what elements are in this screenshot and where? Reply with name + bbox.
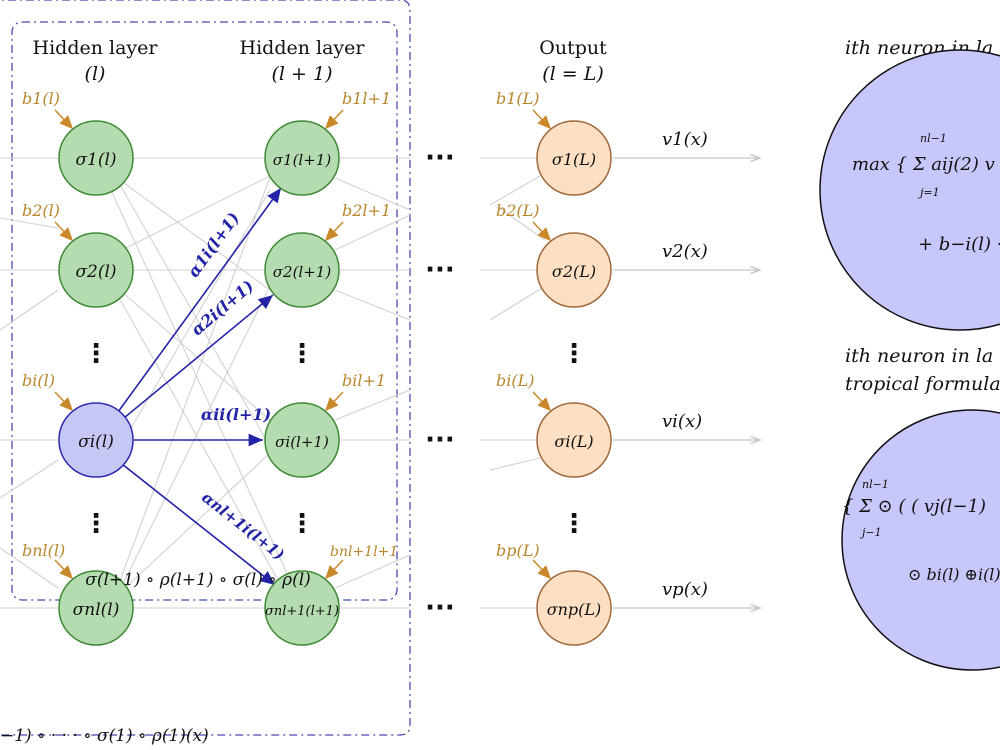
neuron-label: σnl(l) [73,600,120,620]
inner-composition-label: σ(l+1) ∘ ρ(l+1) ∘ σ(l) ∘ ρ(l) [85,570,311,590]
neuron-label: σ2(L) [552,262,596,281]
weighted-arrows [117,187,282,586]
neuron-l-i-selected [58,402,134,478]
weight-label: αii(l+1) [201,405,271,424]
bias-label: b2(L) [496,201,540,220]
header-hidden-layer-l1: Hidden layer [240,37,366,59]
header-hidden-layer-l: Hidden layer [33,37,159,59]
neuron-l1-nl1 [264,570,340,646]
header-hidden-layer-l-sub: (l) [85,63,106,85]
bias-label: b2l+1 [342,201,391,220]
neuron-label: σ2(l) [75,262,116,282]
svg-text:···: ··· [425,425,455,455]
header-output: Output [539,37,607,59]
neuron-label: σ1(L) [552,150,596,169]
neuron-out-2 [536,232,612,308]
vertical-ellipsis: ⋮ ⋮ ⋮ ⋮ ⋮ ⋮ [83,339,587,539]
svg-text:···: ··· [425,255,455,285]
neuron-l-nl [58,570,134,646]
neuron-label: σi(l+1) [275,433,329,451]
output-label: vi(x) [662,411,702,432]
formula-top-sum-upper: nl−1 [920,132,947,145]
svg-text:⋮: ⋮ [83,509,109,539]
output-labels: v1(x) v2(x) vi(x) vp(x) [662,129,708,600]
panel-title-mid-2: tropical formula [845,373,1000,395]
neuron-formula-circle-bottom [841,409,1000,671]
formula-top-sum-lower: j=1 [917,186,940,199]
background-connections [0,157,546,609]
neuron-l1-2 [264,232,340,308]
formula-bot-sum-lower: j−1 [859,526,882,539]
neuron-out-np [536,570,612,646]
output-label: vp(x) [662,579,708,600]
neuron-l1-i [264,402,340,478]
formula-bot-line1: { Σ ⊙ ( ( vj(l−1) [842,496,986,517]
neuron-label: σ1(l+1) [273,151,332,169]
formula-top-line2: + b−i(l) · t [918,234,1000,255]
bias-arrows [54,109,552,580]
bias-label: bi(L) [496,371,534,390]
neuron-l1-1 [264,120,340,196]
output-label: v1(x) [662,129,708,150]
output-arrows [613,158,760,608]
neuron-label: σnp(L) [547,600,602,619]
svg-text:···: ··· [425,143,455,173]
header-output-sub: (l = L) [542,63,604,85]
bias-label: bnl(l) [22,541,65,560]
output-label: v2(x) [662,241,708,262]
right-panel: ith neuron in la max { Σ aij(2) v nl−1 j… [819,37,1000,671]
layer-l1: σ1(l+1) σ2(l+1) σi(l+1) σnl+1(l+1) [264,120,340,646]
bias-label: b2(l) [22,201,60,220]
layer-l: σ1(l) σ2(l) σi(l) σnl(l) [58,120,134,646]
panel-title-mid-1: ith neuron in la [845,345,993,367]
neuron-l-2 [58,232,134,308]
svg-text:⋮: ⋮ [289,509,315,539]
bias-label: b1(L) [496,89,540,108]
svg-text:···: ··· [425,593,455,623]
neuron-l-1 [58,120,134,196]
formula-top-line1: max { Σ aij(2) v [852,154,995,175]
bias-label: b1(l) [22,89,60,108]
neuron-out-1 [536,120,612,196]
inner-composition-box [11,21,398,601]
weight-label: αnl+1i(l+1) [198,488,288,564]
neuron-label: σi(L) [554,432,593,451]
bias-label: bnl+1l+1 [330,544,398,560]
bias-labels: b1(l) b2(l) bi(l) bnl(l) b1l+1 b2l+1 bil… [22,89,540,560]
header-hidden-layer-l1-sub: (l + 1) [272,63,333,85]
neuron-label: σi(l) [78,432,114,452]
svg-text:⋮: ⋮ [83,339,109,369]
formula-bot-line2: ⊙ bi(l) ⊕i(l) [908,565,1000,584]
neuron-label: σ2(l+1) [273,263,332,281]
neuron-label: σ1(l) [75,150,116,170]
weight-label: α2i(l+1) [188,276,258,339]
bias-label: bil+1 [342,371,386,390]
outer-composition-box [0,0,411,736]
bias-label: b1l+1 [342,89,391,108]
svg-text:⋮: ⋮ [289,339,315,369]
bias-label: bi(l) [22,371,55,390]
svg-text:⋮: ⋮ [561,339,587,369]
formula-bot-sum-upper: nl−1 [862,478,889,491]
outer-composition-label: −1) ∘ · · · ∘ σ(1) ∘ ρ(1)(x) [0,726,209,746]
neuron-formula-circle-top [819,49,1000,331]
neuron-out-i [536,402,612,478]
layer-output: σ1(L) σ2(L) σi(L) σnp(L) [536,120,612,646]
bias-label: bp(L) [496,541,540,560]
horizontal-ellipsis: ··· ··· ··· ··· [425,143,455,623]
svg-text:⋮: ⋮ [561,509,587,539]
neuron-label: σnl+1(l+1) [265,604,339,619]
